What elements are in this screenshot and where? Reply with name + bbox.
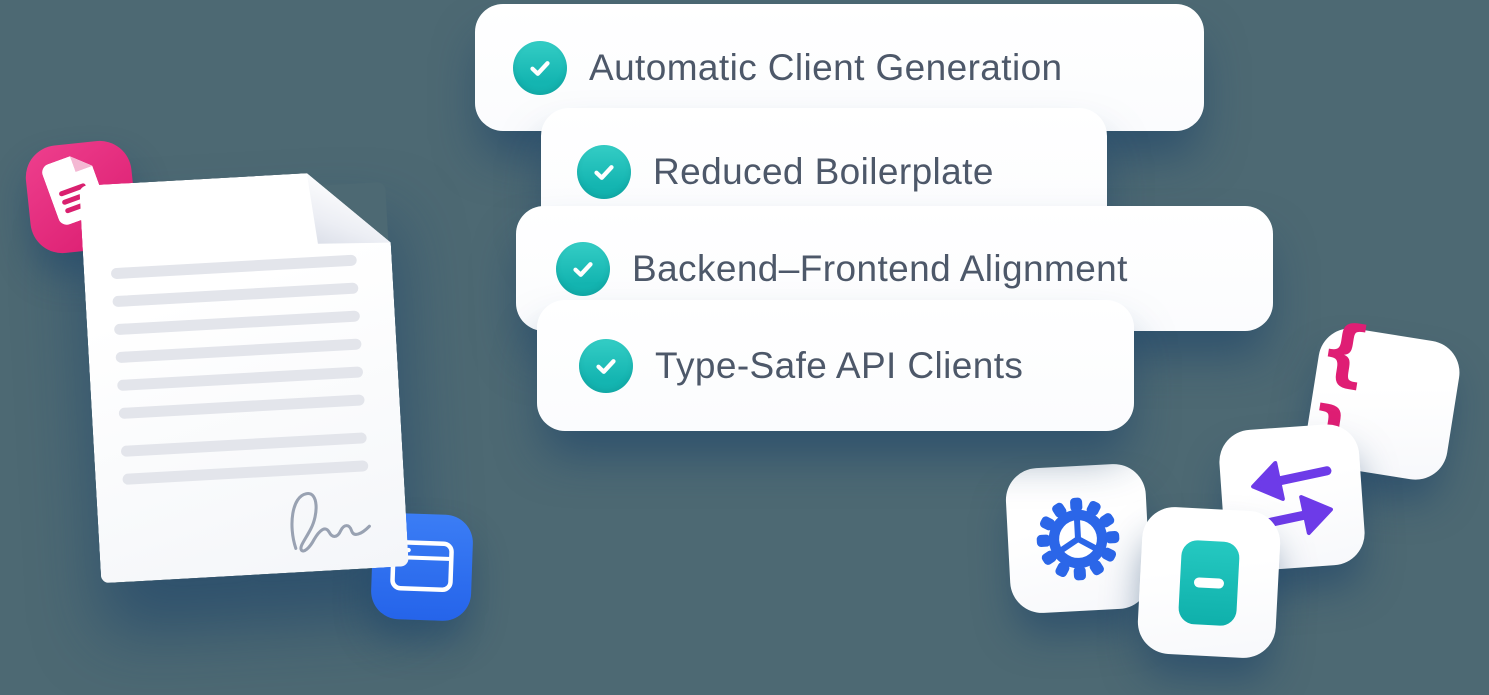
minus-dash: [1193, 576, 1225, 589]
feature-label: Type-Safe API Clients: [655, 344, 1024, 386]
document-text-line: [117, 366, 363, 391]
gear-icon: [1036, 497, 1120, 580]
signature: [284, 484, 378, 555]
feature-label: Backend–Frontend Alignment: [632, 247, 1128, 289]
document-text-line: [111, 255, 357, 280]
document-text-line: [121, 432, 367, 457]
gear-tile: [1004, 462, 1152, 615]
check-icon: [577, 145, 631, 199]
check-icon: [513, 40, 567, 95]
feature-banner: Type-Safe API Clients: [537, 300, 1134, 431]
note-fold: [70, 150, 93, 172]
document-illustration: [79, 169, 409, 584]
feature-label: Automatic Client Generation: [589, 46, 1063, 88]
document-text-line: [122, 460, 368, 485]
check-icon: [579, 338, 633, 393]
document-text-line: [114, 310, 360, 335]
device-minus-icon: [1177, 539, 1241, 626]
document-text-line: [112, 282, 358, 307]
feature-label: Reduced Boilerplate: [653, 151, 994, 192]
document-text-line: [115, 338, 361, 363]
check-icon: [556, 241, 610, 296]
document-text-line: [119, 394, 365, 419]
device-tile: [1136, 505, 1282, 660]
